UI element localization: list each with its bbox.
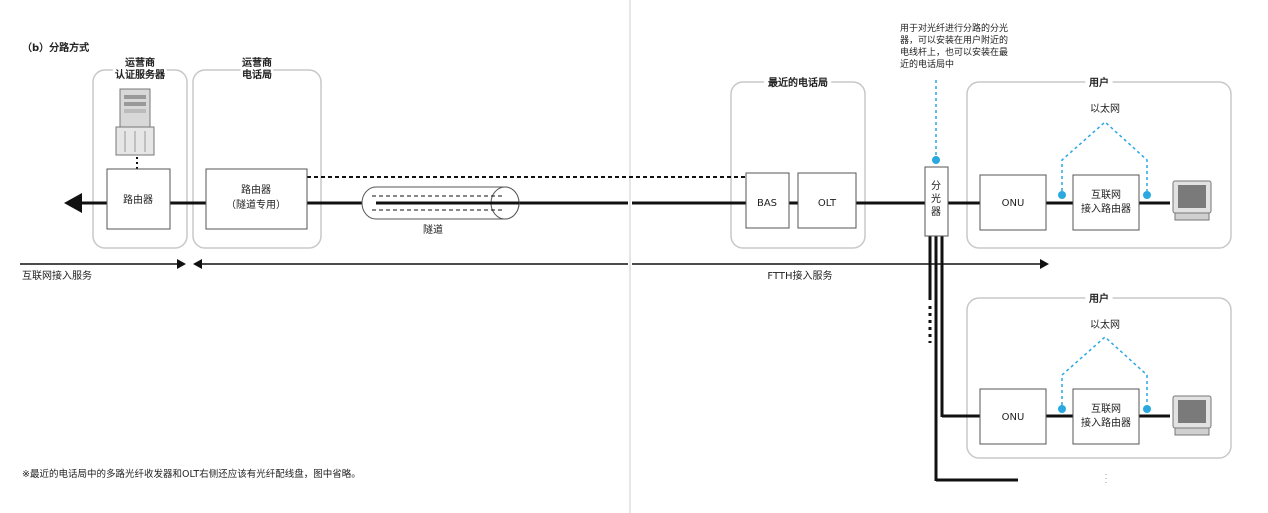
ethernet2-dot-right xyxy=(1143,405,1151,413)
splitter-box xyxy=(924,166,949,237)
ethernet2-dot-left xyxy=(1058,405,1066,413)
group-nearest-title: 最近的电话局 xyxy=(768,76,828,89)
splitter-label-3: 器 xyxy=(931,206,941,218)
trunk-arrow-head xyxy=(64,193,82,213)
footnote: ※最近的电话局中的多路光纤收发器和OLT右侧还应该有光纤配线盘，图中省略。 xyxy=(22,468,361,480)
bas-box xyxy=(745,172,790,229)
home-router1-box xyxy=(1072,174,1140,231)
tunnel-cylinder xyxy=(361,186,520,220)
internet-service-label: 互联网接入服务 xyxy=(22,269,92,282)
home-router2-label-2: 接入路由器 xyxy=(1081,416,1131,429)
home-router1-label-2: 接入路由器 xyxy=(1081,202,1131,215)
router2-label-2: （隧道专用） xyxy=(226,198,286,211)
section-title: （b）分路方式 xyxy=(22,41,89,54)
monitor-icon xyxy=(1172,180,1212,221)
router1-box xyxy=(106,168,171,230)
onu1-label: ONU xyxy=(1002,198,1025,209)
splitter-callout-4: 近的电话局中 xyxy=(900,58,954,70)
olt-label: OLT xyxy=(818,198,837,209)
monitor-icon xyxy=(1172,395,1212,436)
group-auth-title-2: 认证服务器 xyxy=(115,68,166,81)
group-carrier-title-1: 运营商 xyxy=(242,56,272,69)
router2-label-1: 路由器 xyxy=(241,183,271,196)
ethernet1-dot-left xyxy=(1058,191,1066,199)
group-user1-title: 用户 xyxy=(1088,76,1109,89)
splitter-callout-1: 用于对光纤进行分路的分光 xyxy=(900,22,1008,34)
ftth-service-label: FTTH接入服务 xyxy=(767,269,832,282)
splitter-label-1: 分 xyxy=(931,180,941,192)
group-auth-title-1: 运营商 xyxy=(125,56,155,69)
group-user2-title: 用户 xyxy=(1088,292,1109,305)
group-nearest-frame xyxy=(730,81,866,249)
ftth-service-arrow-head-right xyxy=(1040,259,1049,269)
server-icon xyxy=(115,88,155,156)
splitter-label-2: 光 xyxy=(931,192,941,205)
olt-box xyxy=(797,172,857,229)
splitter-callout-2: 器，可以安装在用户附近的 xyxy=(900,34,1008,46)
ethernet2-path xyxy=(1061,335,1148,405)
home-router2-label-1: 互联网 xyxy=(1091,403,1121,415)
ethernet2-label: 以太网 xyxy=(1090,318,1120,331)
group-user1-frame xyxy=(966,81,1232,249)
group-auth-frame xyxy=(92,69,188,249)
group-carrier-title-2: 电话局 xyxy=(242,68,272,81)
group-user2-frame xyxy=(966,297,1232,459)
splitter-callout-3: 电线杆上，也可以安装在最 xyxy=(900,46,1008,58)
internet-service-arrow-head xyxy=(177,259,186,269)
home-router2-box xyxy=(1072,388,1140,445)
bas-label: BAS xyxy=(757,198,777,209)
router2-box xyxy=(205,168,308,230)
splitter-callout-dot xyxy=(932,156,940,164)
ethernet1-label: 以太网 xyxy=(1090,102,1120,115)
ethernet1-dot-right xyxy=(1143,191,1151,199)
home-router1-label-1: 互联网 xyxy=(1091,189,1121,201)
group-carrier-frame xyxy=(192,69,322,249)
ftth-service-arrow-head-left xyxy=(193,259,202,269)
tunnel-label: 隧道 xyxy=(423,223,443,236)
onu2-label: ONU xyxy=(1002,412,1025,423)
router1-label: 路由器 xyxy=(123,193,153,206)
ethernet1-path xyxy=(1061,120,1148,191)
onu2-box xyxy=(979,388,1047,445)
onu1-box xyxy=(979,174,1047,231)
